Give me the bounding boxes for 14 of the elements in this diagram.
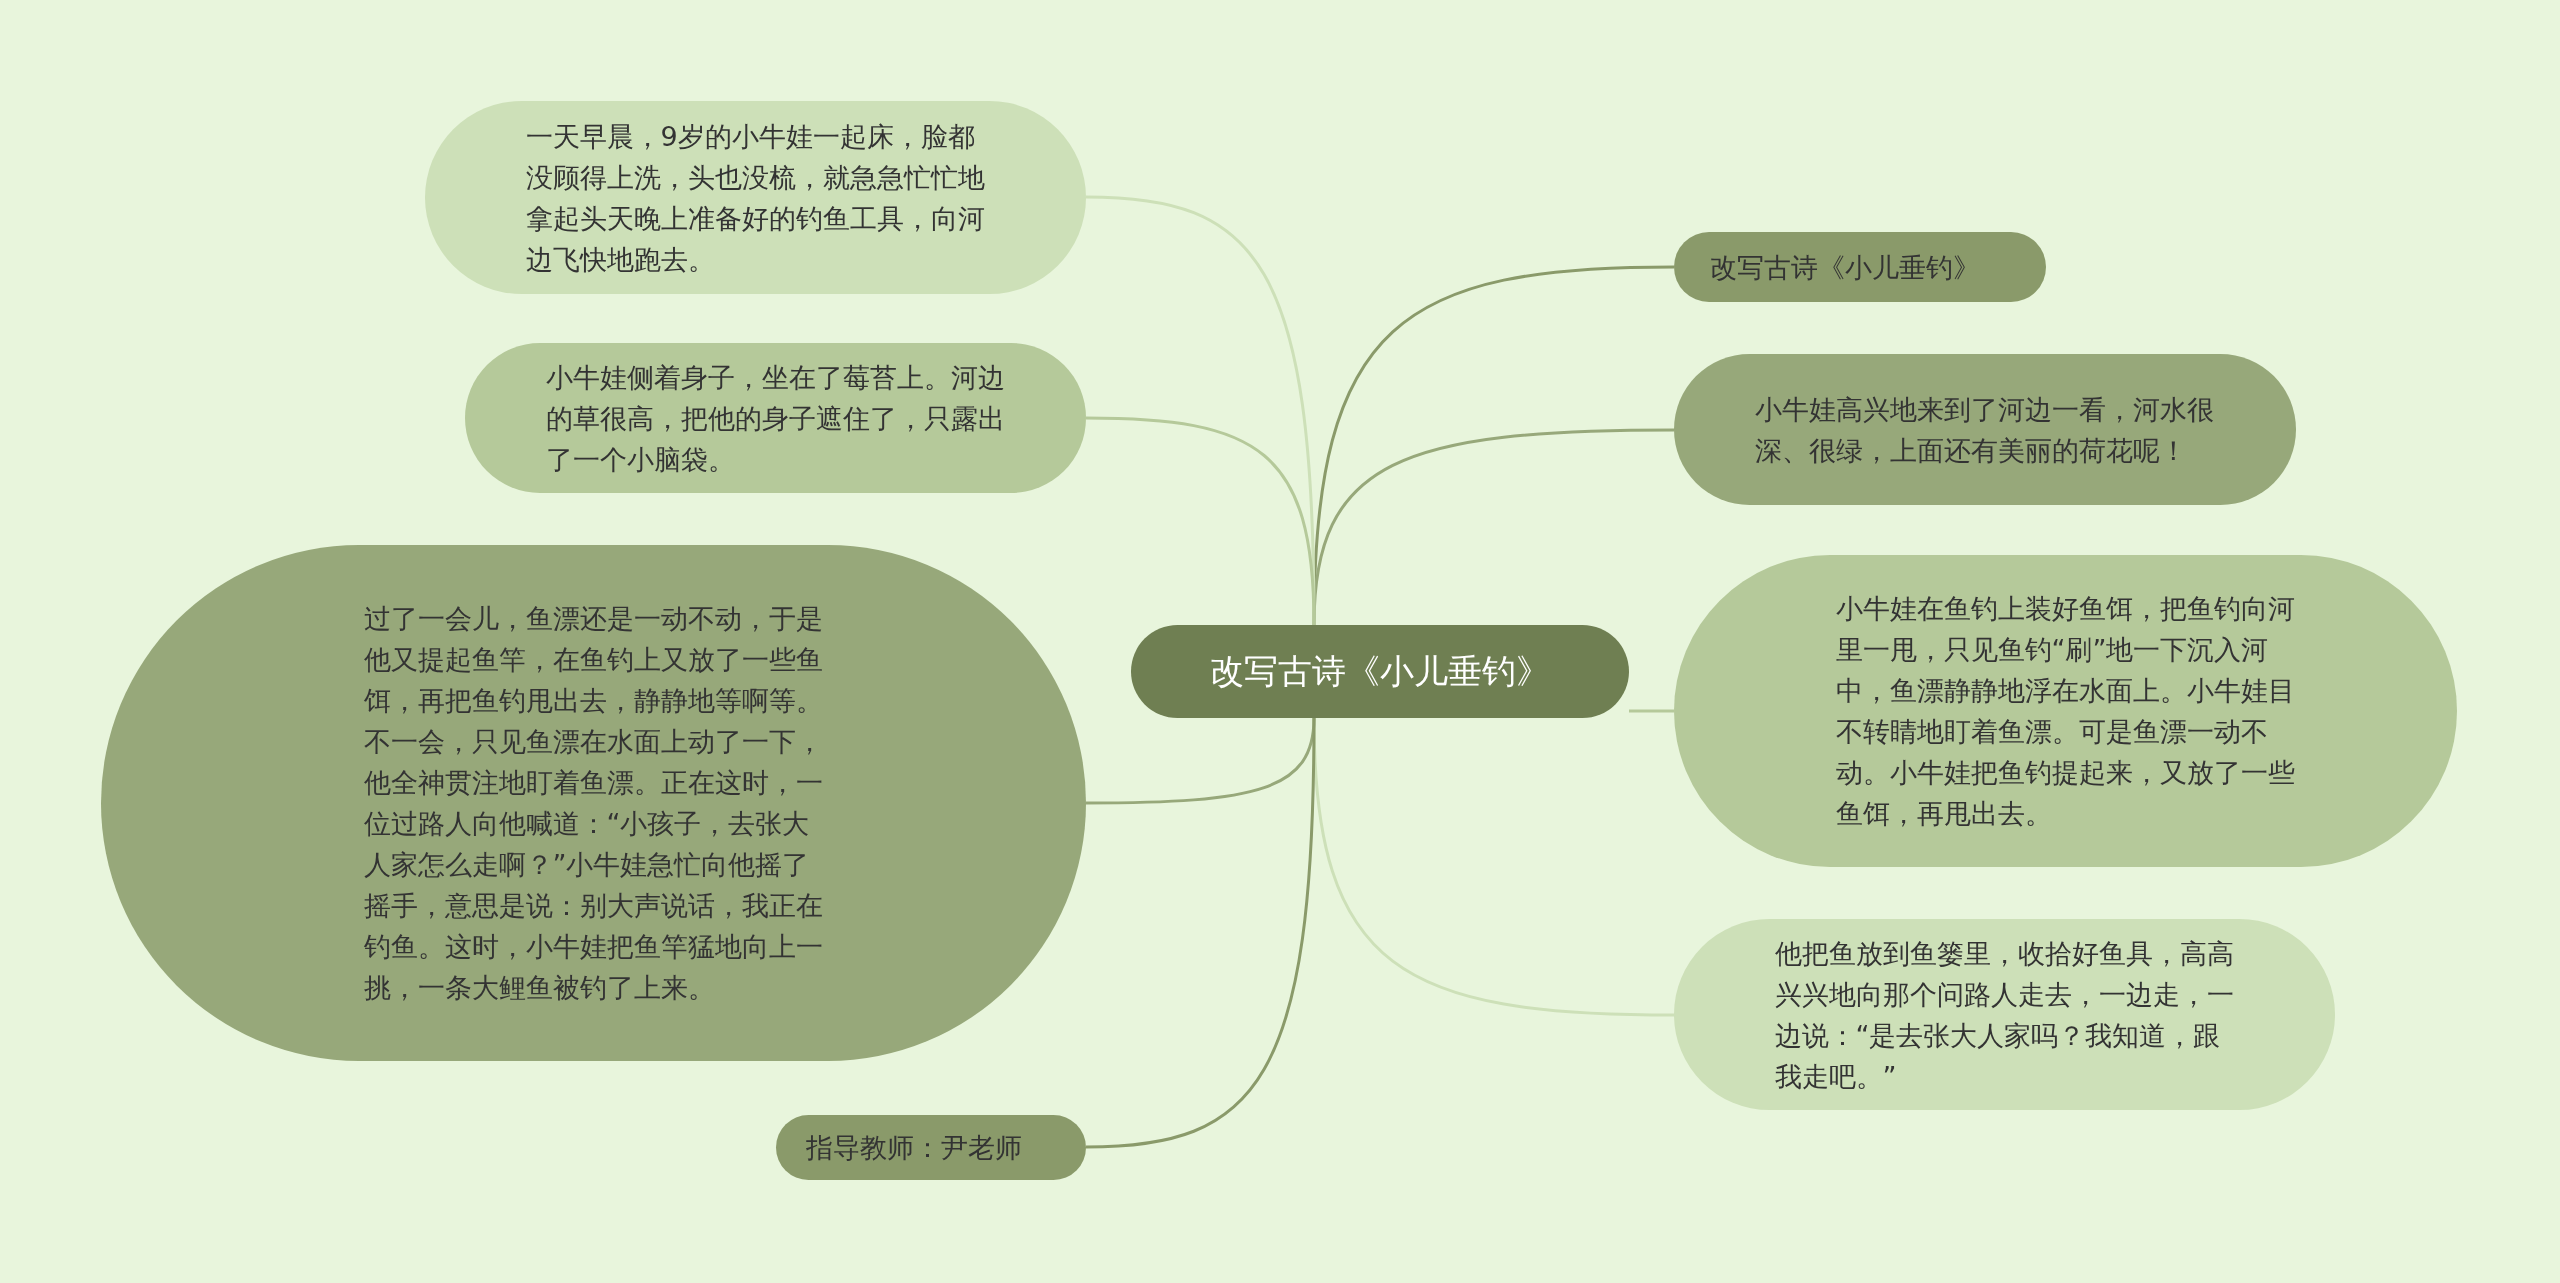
connector-line bbox=[1312, 428, 1674, 626]
branch-text: 一天早晨，9岁的小牛娃一起床，脸都没顾得上洗，头也没梳，就急急忙忙地拿起头天晚上准备好的钓鱼工具，向河边飞快地跑去。 bbox=[525, 119, 986, 277]
connector-line bbox=[1629, 709, 1674, 713]
branch-text: 他把鱼放到鱼篓里，收拾好鱼具，高高兴兴地向那个问路人走去，一边走，一边说：“是去张大人家吗？我知道，跟我走吧。” bbox=[1774, 936, 2235, 1094]
branch-text: 过了一会儿，鱼漂还是一动不动，于是他又提起鱼竿，在鱼钓上又放了一些鱼饵，再把鱼钓甩出去，静静地等啊等。不一会，只见鱼漂在水面上动了一下，他全神贯注地盯着鱼漂。正在这时，一位过路人向他喊道：“小孩子，去张大人家怎么走啊？”小牛娃急忙向他摇了摇手，意思是说：别大声说话，我正在钓鱼。这时，小牛娃把鱼竿猛地向上一挑，一条大鲤鱼被钓了上来。 bbox=[363, 602, 824, 1005]
topic-text: 改写古诗《小儿垂钓》 bbox=[1210, 651, 1550, 692]
connector-line bbox=[1312, 717, 1675, 1017]
branch-text: 改写古诗《小儿垂钓》 bbox=[1710, 250, 1981, 285]
branch-text: 小牛娃在鱼钓上装好鱼饵，把鱼钓向河里一甩，只见鱼钓“刷”地一下沉入河中，鱼漂静静地浮在水面上。小牛娃目不转睛地盯着鱼漂。可是鱼漂一动不动。小牛娃把鱼钓提起来，又放了一些鱼饵，再甩出去。 bbox=[1835, 592, 2296, 831]
connector-line bbox=[1085, 717, 1316, 1149]
branch-text: 指导教师：尹老师 bbox=[806, 1131, 1023, 1165]
branch-text: 小牛娃侧着身子，坐在了莓苔上。河边的草很高，把他的身子遮住了，只露出了一个小脑袋。 bbox=[545, 360, 1006, 477]
branch-text: 小牛娃高兴地来到了河边一看，河水很深、很绿，上面还有美丽的荷花呢！ bbox=[1755, 392, 2215, 468]
connector-line bbox=[1085, 416, 1316, 626]
